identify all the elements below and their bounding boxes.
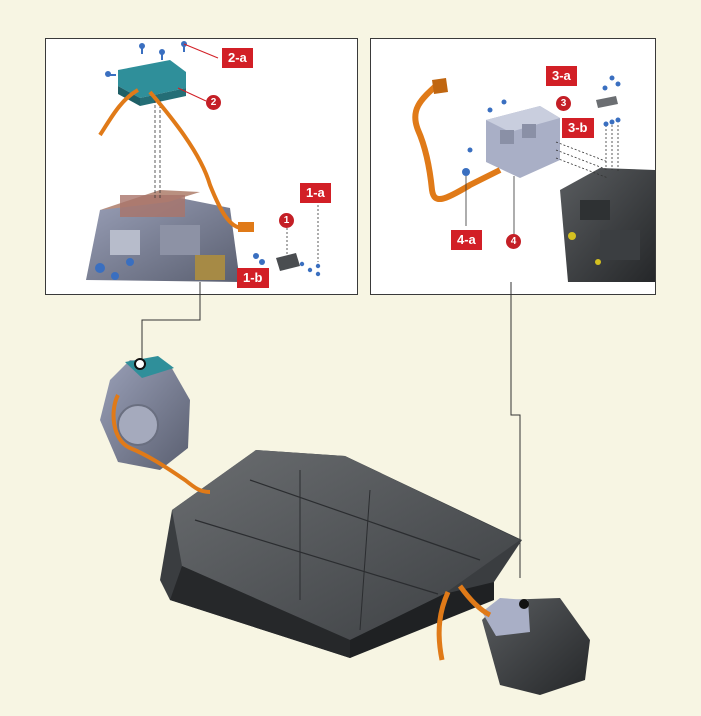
bolts-1b (253, 253, 265, 265)
label-2a: 2-a (222, 48, 253, 68)
part-3-cover (596, 96, 618, 108)
front-hv-cable (98, 88, 246, 231)
bolts-1a (299, 261, 321, 277)
hv-battery-pack (160, 450, 522, 658)
bolt-4a (462, 168, 470, 176)
part-1-cover (276, 253, 300, 271)
callout-4: 4 (506, 234, 521, 249)
callout-2: 2 (206, 95, 221, 110)
bolts-2a (105, 41, 187, 77)
callout-3: 3 (556, 96, 571, 111)
callout-1: 1 (279, 213, 294, 228)
front-motor-assembly (100, 356, 211, 494)
bolts-3a (602, 75, 621, 91)
label-3b: 3-b (562, 118, 594, 138)
leader-line-rear (510, 282, 521, 578)
rear-motor-assembly (436, 584, 590, 695)
leader-line-front (141, 282, 201, 362)
bolts-junction-top (467, 99, 507, 153)
front-motor-assembly-detail (86, 190, 240, 282)
marker-rear (519, 599, 529, 609)
label-1a: 1-a (300, 183, 331, 203)
label-4a: 4-a (451, 230, 482, 250)
rear-hv-cable (412, 81, 502, 202)
label-1b: 1-b (237, 268, 269, 288)
rear-junction-box (486, 106, 560, 178)
bolts-3b (603, 117, 621, 127)
rear-motor-detail (560, 168, 655, 282)
label-3a: 3-a (546, 66, 577, 86)
marker-front (134, 358, 146, 370)
